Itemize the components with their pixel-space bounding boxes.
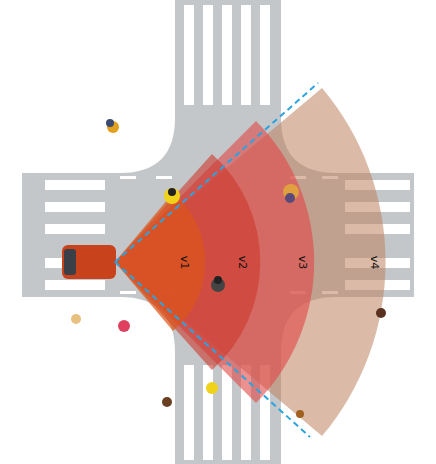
crosswalks [45, 5, 410, 460]
speed-label: v4 [368, 255, 381, 269]
sector-v2 [115, 154, 260, 370]
vehicle [62, 245, 116, 279]
speed-label: v1 [178, 255, 191, 269]
sector-v1 [115, 193, 205, 331]
speed-label: v3 [296, 255, 309, 269]
sector-v3 [115, 121, 314, 403]
sector-v4 [115, 88, 386, 436]
speed-label: v2 [236, 255, 249, 269]
pedestrians [71, 119, 386, 418]
fov-boundary [115, 262, 310, 437]
fov-boundary [115, 83, 318, 262]
